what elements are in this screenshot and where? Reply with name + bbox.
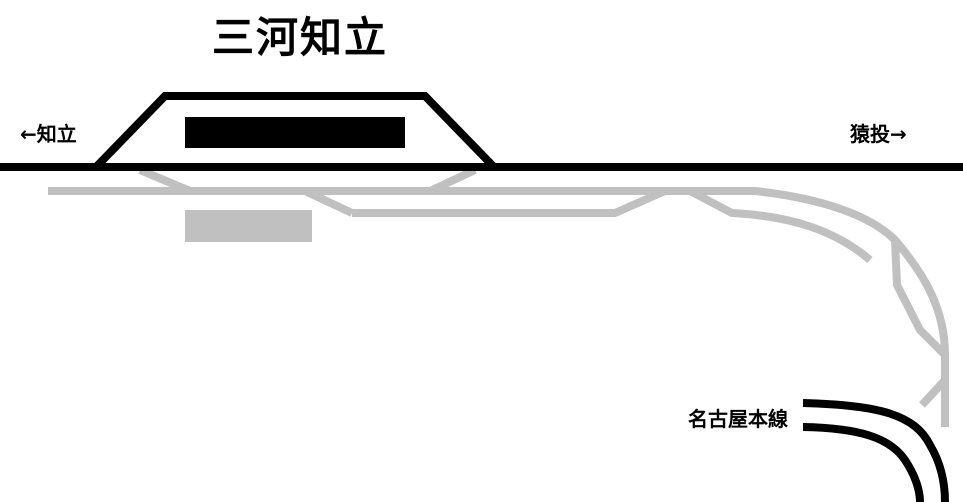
connecting-line-label: 名古屋本線 bbox=[688, 407, 788, 431]
station-platform bbox=[185, 117, 405, 148]
nagoya-line-upper bbox=[802, 399, 949, 502]
gray-crossover-west bbox=[138, 166, 192, 195]
gray-track-upper bbox=[48, 187, 949, 427]
disused-platform bbox=[185, 210, 312, 242]
gray-crossover-east bbox=[428, 166, 477, 195]
gray-spur bbox=[919, 377, 948, 408]
nagoya-line-lower bbox=[802, 423, 924, 502]
gray-crossover-mid bbox=[303, 187, 354, 217]
active-tracks bbox=[0, 92, 963, 502]
station-siding bbox=[94, 92, 496, 169]
gray-branch-inner bbox=[891, 239, 948, 358]
disused-tracks bbox=[48, 166, 949, 427]
direction-left-label: ←知立 bbox=[20, 122, 77, 146]
gray-track-lower-east bbox=[688, 187, 873, 264]
gray-track-lower bbox=[352, 187, 667, 217]
direction-right-label: 猿投→ bbox=[850, 122, 907, 146]
station-title: 三河知立 bbox=[212, 13, 389, 62]
